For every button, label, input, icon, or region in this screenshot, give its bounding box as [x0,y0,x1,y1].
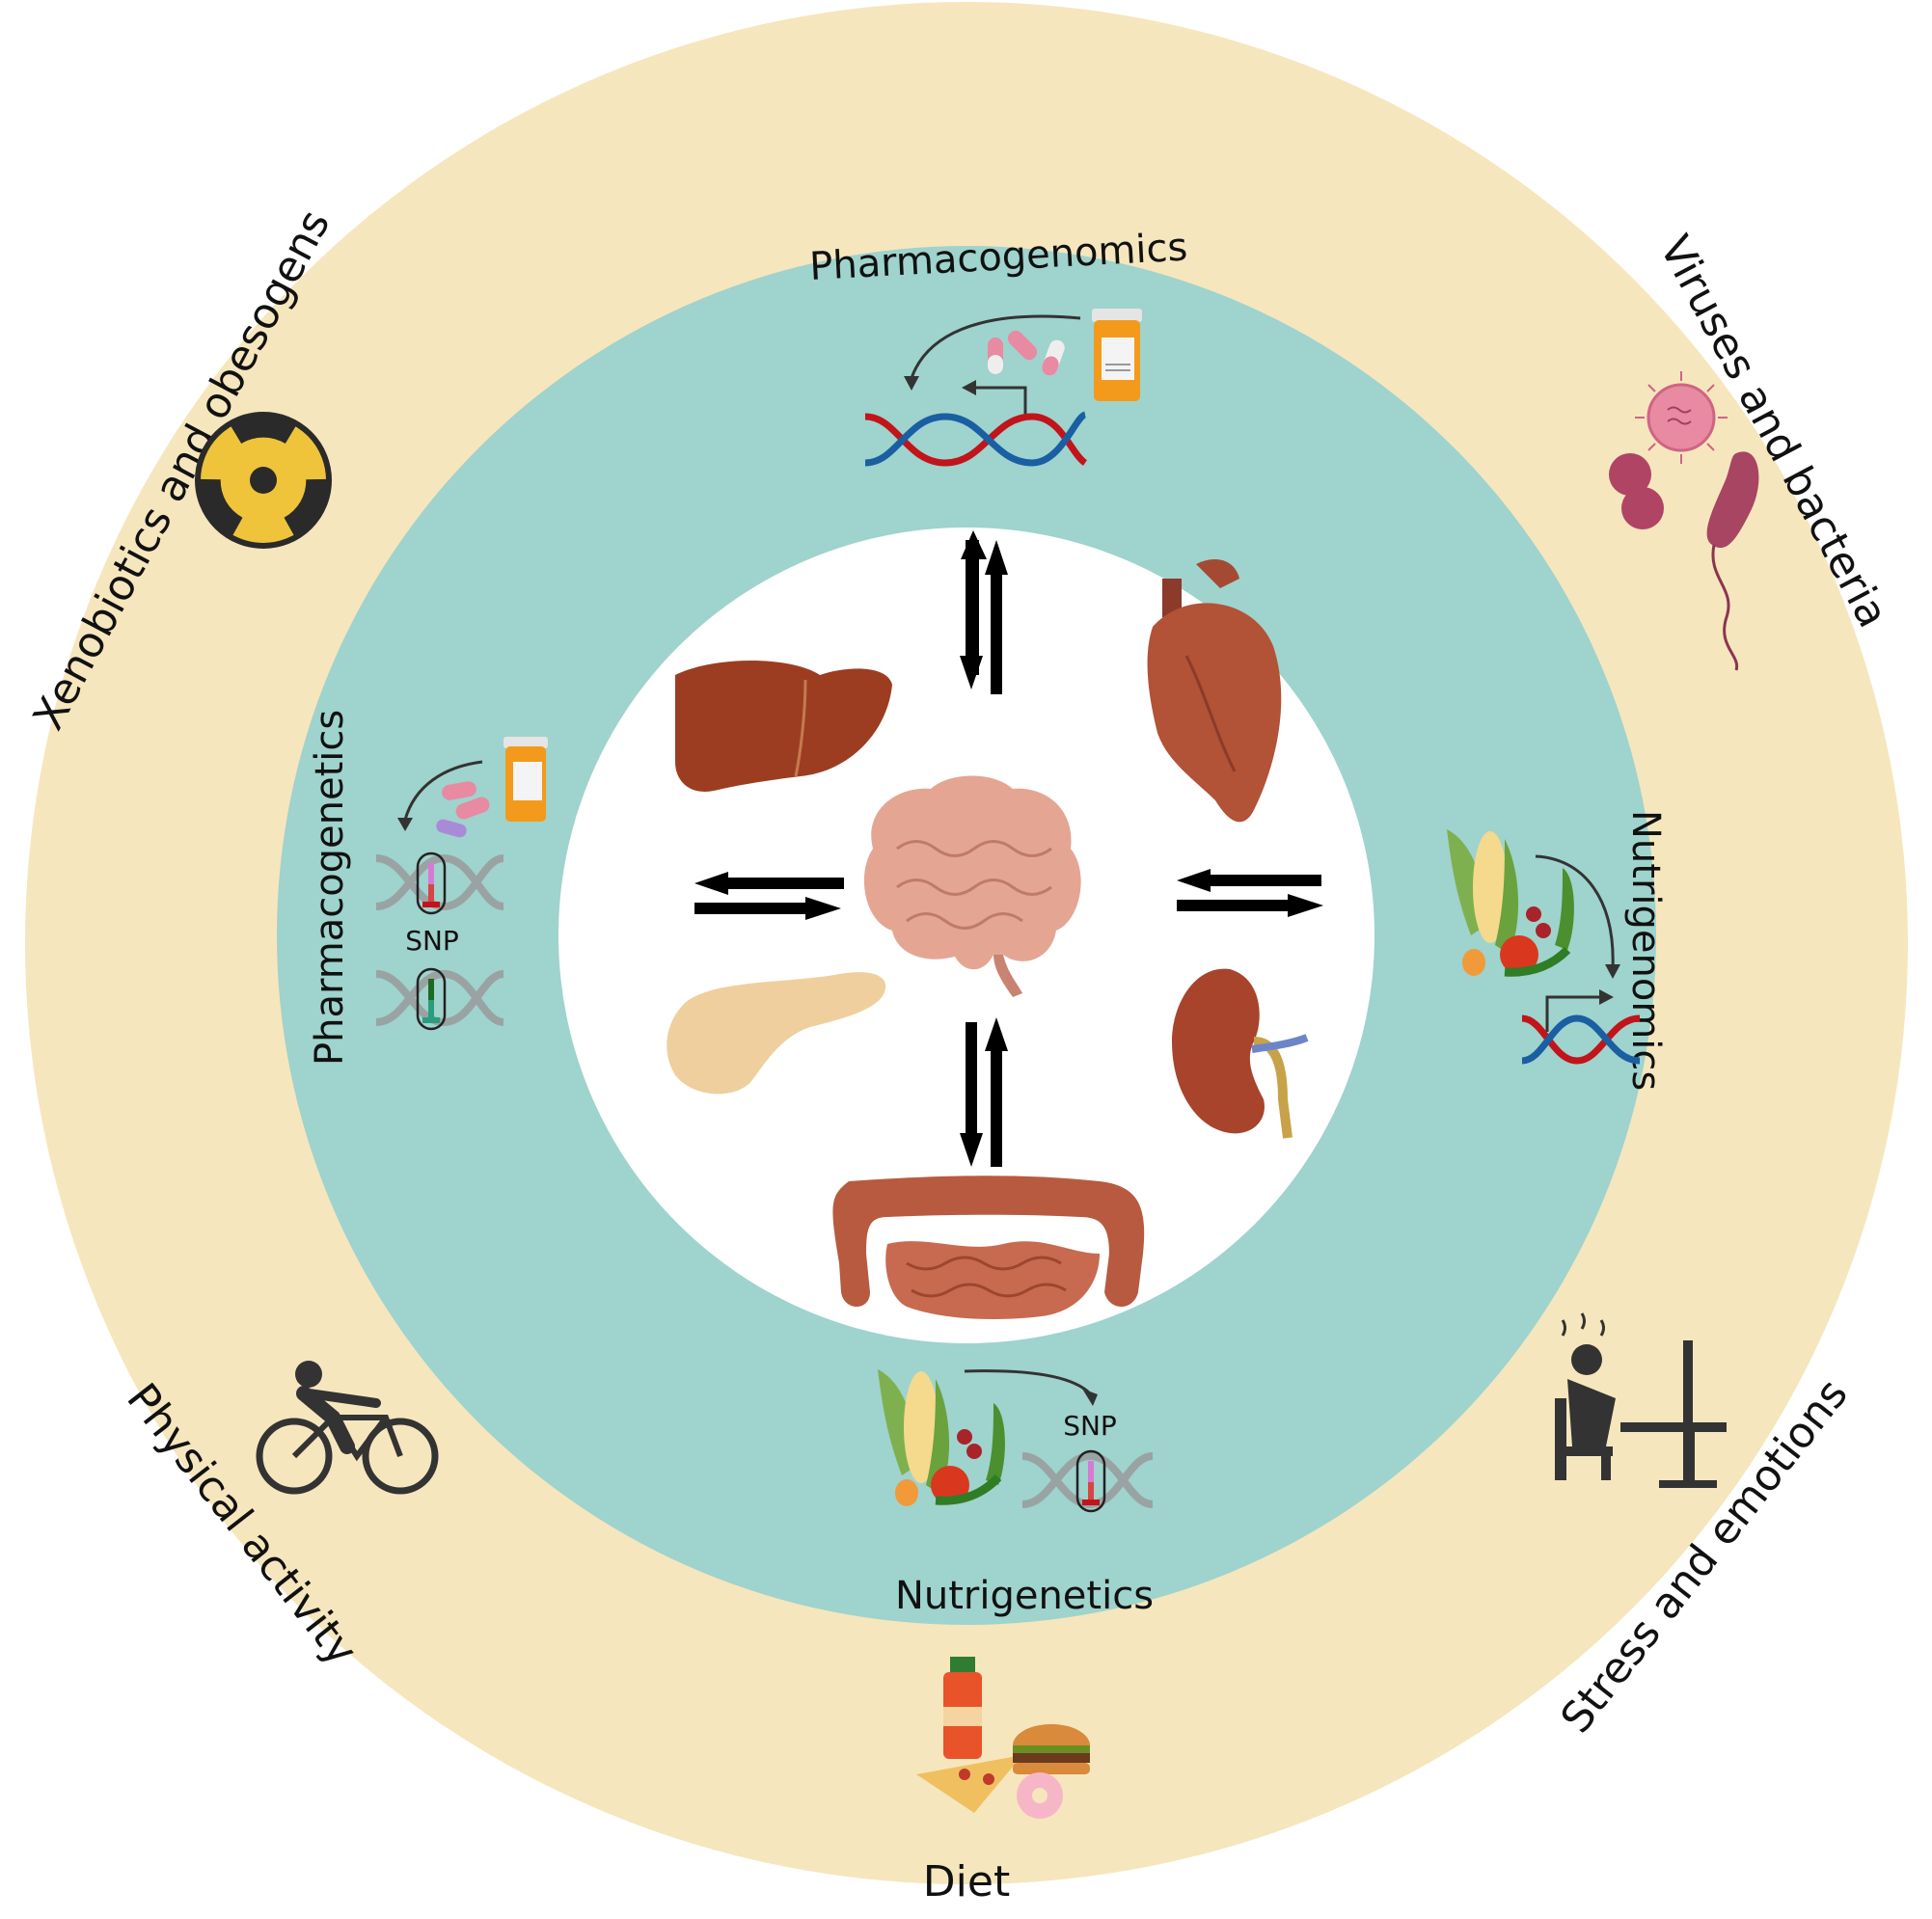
kidney-icon [1172,968,1309,1139]
liver-icon [675,661,892,792]
label-nutrigenetics: Nutrigenetics [895,1574,1154,1618]
pill-icon [436,781,490,838]
bidirectional-arrow-bottom [960,1017,1008,1167]
snp-label: SNP [1063,1410,1117,1442]
pill-icon [988,330,1065,376]
dna-helix-icon [864,411,1088,467]
bidirectional-arrow-top [961,530,1002,694]
pill-bottle-icon [503,737,548,822]
bacillus-icon [1706,451,1759,671]
bidirectional-arrow-right [1177,869,1323,917]
stressed-person-icon [1555,1312,1727,1488]
dna-snp-icon [375,851,504,915]
junk-food-icon [916,1657,1090,1819]
label-diet: Diet [923,1857,1010,1906]
food-to-gene-expression-icon [1447,829,1641,1065]
heart-icon [1147,559,1282,823]
diplococcus-icon [1609,453,1664,529]
drug-to-gene-expression-icon [864,309,1142,467]
brain-icon [863,775,1081,997]
food-snp-icon: SNP [878,1369,1154,1513]
bidirectional-arrow-top-arrows [960,540,1008,689]
vegetables-icon [878,1369,1005,1506]
label-nutrigenomics: Nutrigenomics [1623,810,1668,1091]
microbes-icon [1609,371,1759,671]
cyclist-icon [256,1361,439,1495]
bidirectional-arrow-left [694,872,844,920]
pill-bottle-icon [1092,309,1142,401]
virus-icon [1635,371,1728,464]
intestine-icon [832,1176,1145,1319]
vegetables-icon [1447,829,1574,977]
dna-helix-icon [1521,1014,1641,1065]
pancreas-icon [667,972,886,1095]
label-pharmacogenetics: Pharmacogenetics [308,710,352,1066]
radiation-icon [195,412,332,549]
dna-snp-icon [1021,1449,1154,1513]
drug-snp-icon: SNP [375,737,548,1031]
dna-snp-variant-icon [375,967,504,1031]
snp-label: SNP [405,925,459,957]
